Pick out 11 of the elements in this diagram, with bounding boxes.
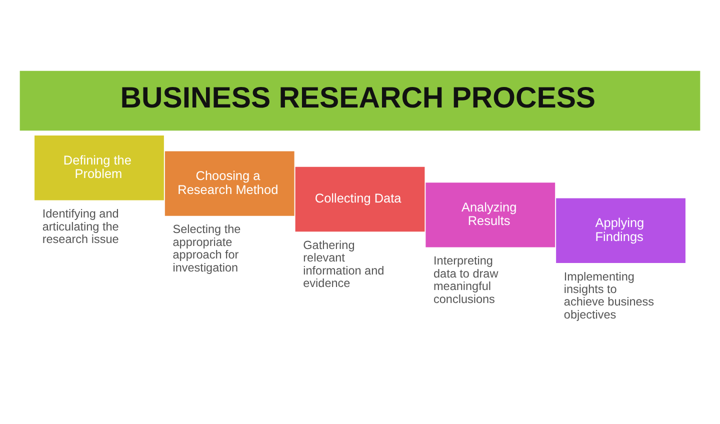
node-label: Interpreting data to draw meaningful conclusions <box>434 254 498 306</box>
node-label: Implementing insights to achieve business objectives <box>564 270 654 321</box>
node-box: Collecting Data <box>295 166 425 232</box>
node-label: Selecting the appropriate approach for investigation <box>172 222 241 274</box>
node-box: Choosing a Research Method <box>164 150 294 216</box>
diagram-title: BUSINESS RESEARCH PROCESS <box>120 81 596 114</box>
node-box: Defining the Problem <box>34 135 164 200</box>
node-label: Gathering relevant information and evidence <box>303 238 384 290</box>
node-box: Analyzing Results <box>426 182 556 247</box>
node-box: Applying Findings <box>556 198 686 262</box>
node-label: Identifying and articulating the research issue <box>42 207 119 246</box>
